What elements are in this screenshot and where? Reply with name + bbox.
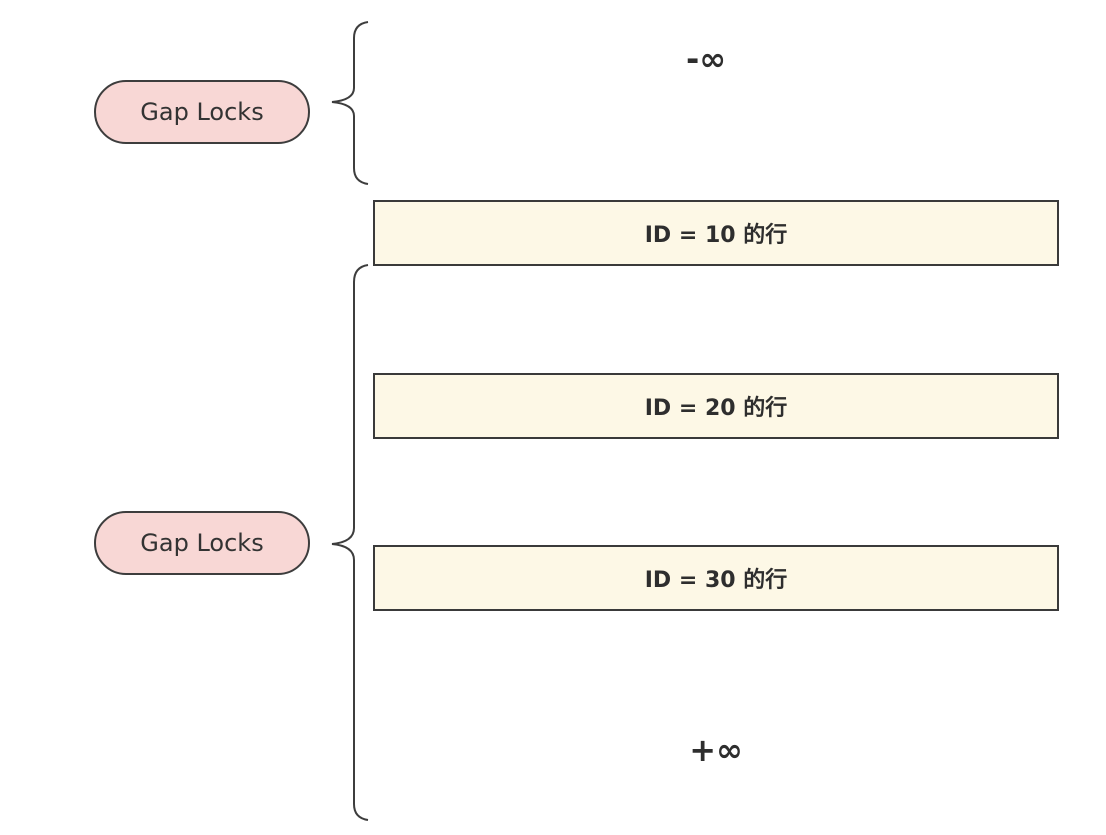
row-label: ID = 30 的行 (644, 568, 788, 593)
gap-lock-label-top: Gap Locks (94, 80, 310, 144)
row-id-30: ID = 30 的行 (373, 545, 1059, 611)
row-id-10: ID = 10 的行 (373, 200, 1059, 266)
gap-lock-text: Gap Locks (140, 98, 264, 126)
row-id-20: ID = 20 的行 (373, 373, 1059, 439)
negative-infinity: -∞ (686, 40, 726, 78)
bottom-gap-brace (331, 264, 369, 821)
row-label: ID = 20 的行 (644, 396, 788, 421)
top-gap-brace (331, 21, 369, 185)
positive-infinity: +∞ (689, 731, 743, 769)
gap-lock-text: Gap Locks (140, 529, 264, 557)
gap-lock-label-bottom: Gap Locks (94, 511, 310, 575)
row-label: ID = 10 的行 (644, 223, 788, 248)
